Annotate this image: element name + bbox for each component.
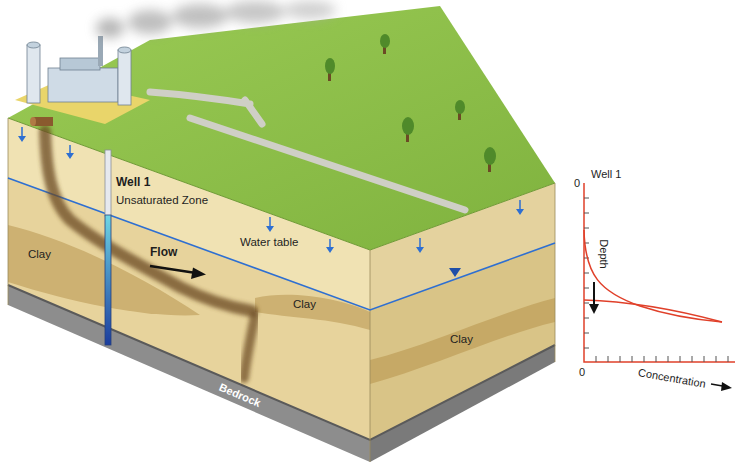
factory-tower [118, 47, 131, 53]
smoke-puff [128, 10, 172, 34]
tree-crown [455, 100, 465, 114]
tree-crown [325, 58, 335, 74]
bedrock-layer [8, 285, 370, 462]
zone-label: Unsaturated Zone [116, 194, 208, 207]
bedrock-layer [370, 345, 555, 462]
leaking-tank [30, 117, 36, 126]
clay-label: Clay [450, 333, 473, 346]
tree-crown [484, 147, 496, 165]
graph-title: Well 1 [591, 168, 621, 180]
flow-label: Flow [150, 246, 177, 259]
block-edge [8, 118, 555, 462]
flow-arrow [191, 268, 206, 280]
axis-value: 0 [579, 366, 585, 378]
depth-arrow [589, 304, 599, 314]
smoke-puff [96, 18, 124, 38]
factory-building [48, 68, 118, 102]
water-table-line [8, 178, 555, 310]
clay-label: Clay [28, 248, 51, 261]
axis-title: Depth [598, 239, 610, 268]
concentration-curve [584, 300, 722, 322]
depth-arrow [593, 282, 595, 306]
smokestack [98, 36, 103, 66]
bedrock-label: Bedrock [217, 381, 262, 409]
concentration-arrow [721, 382, 732, 391]
factory-building [60, 58, 100, 70]
tree-crown [402, 117, 414, 135]
water-table-symbol [449, 268, 461, 277]
well-casing [105, 150, 111, 216]
tree-crown [380, 34, 390, 48]
contaminant-plume [45, 131, 252, 311]
infiltration-arrow [18, 136, 524, 253]
trees [325, 34, 496, 172]
smoke-puff [284, 1, 336, 19]
axis-ticks [584, 198, 728, 362]
contaminant-plume [244, 316, 255, 378]
factory [15, 36, 150, 124]
well-screen [105, 215, 111, 345]
smoke-puff [172, 4, 228, 28]
factory-tower [118, 50, 131, 105]
well-label: Well 1 [116, 176, 150, 189]
axis-value: 0 [574, 177, 580, 189]
smoke [96, 1, 336, 38]
water-table-label: Water table [240, 236, 298, 249]
concentration-curve [584, 230, 722, 322]
smoke-puff [225, 1, 285, 23]
factory-tower [27, 45, 40, 103]
clay-lens [255, 295, 370, 330]
graph-axis [584, 183, 735, 362]
clay-label: Clay [293, 298, 316, 311]
axis-title: Concentration [637, 366, 707, 390]
factory-tower [27, 42, 40, 48]
bedrock-top [8, 285, 555, 440]
flow-arrow [150, 266, 196, 273]
